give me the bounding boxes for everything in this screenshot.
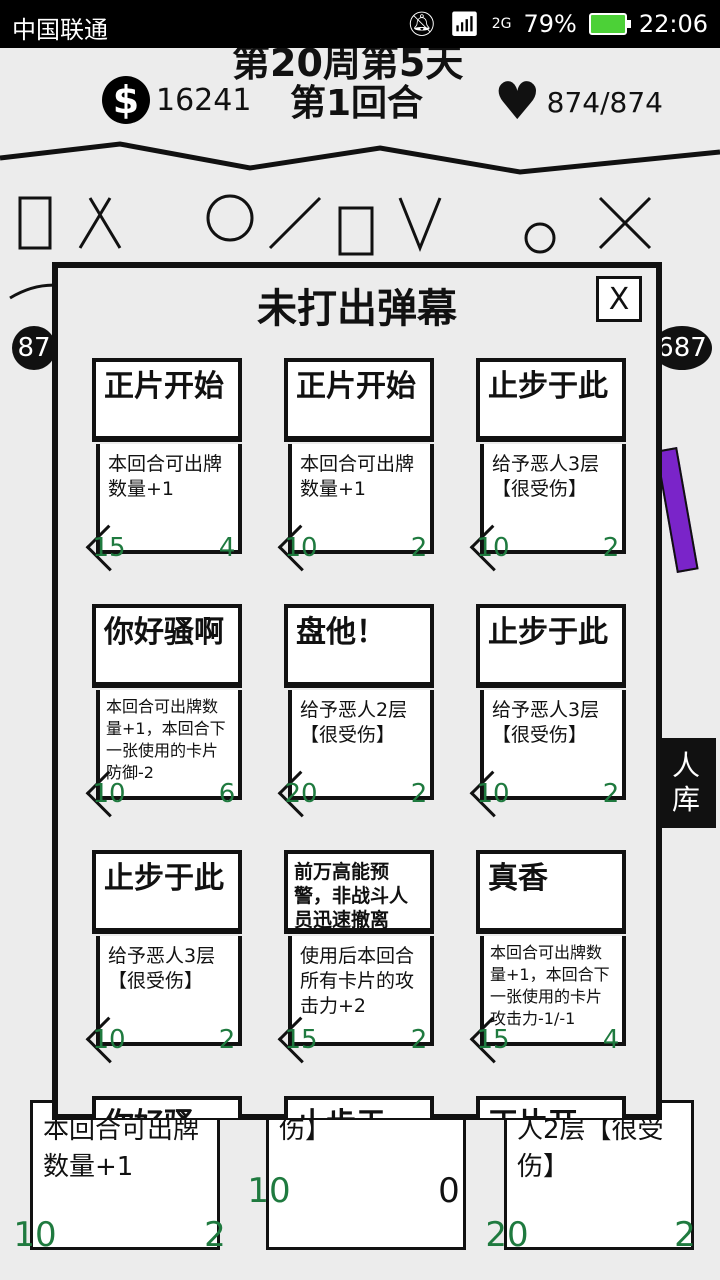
card-power: 2 [206, 1020, 248, 1060]
heart-icon: ♥ [494, 72, 541, 132]
hand-card-2[interactable]: 伤】 [266, 1100, 466, 1250]
carrier-label: 中国联通 [12, 16, 108, 44]
status-right: 🔕︎ 📶︎ 2G 79% 22:06 [407, 10, 708, 38]
hand-card-3-power: 2 [674, 1215, 696, 1255]
card-power: 4 [206, 528, 248, 568]
card-name: 真香 [476, 850, 626, 934]
side-deck-button[interactable]: 人 库 [656, 738, 716, 828]
side-label-1: 人 [671, 749, 700, 782]
right-badge: 687 [652, 326, 712, 370]
close-button[interactable]: X [596, 276, 642, 322]
card[interactable]: 止步于 [280, 1090, 442, 1118]
card-name: 止步于此 [476, 358, 626, 442]
card-power: 2 [590, 774, 632, 814]
hand-area: 本回合可出牌数量+1 10 2 伤】 10 0 人2层【很受伤】 20 2 [0, 1090, 720, 1280]
card-cost: 10 [472, 774, 514, 814]
card-cost: 10 [280, 528, 322, 568]
card-power: 2 [590, 528, 632, 568]
unplayed-cards-dialog: 未打出弹幕 X 正片开始 本回合可出牌数量+1 15 4 正片开始 本回合可出牌… [52, 262, 662, 1120]
card-name: 你好骚啊 [92, 604, 242, 688]
card-name: 正片开始 [284, 358, 434, 442]
hand-card-text: 伤】 [279, 1115, 332, 1145]
hand-card-2-power: 0 [438, 1171, 460, 1211]
card[interactable]: 正片开始 本回合可出牌数量+1 10 2 [280, 352, 442, 576]
hand-card-3[interactable]: 人2层【很受伤】 [504, 1100, 694, 1250]
card-cost: 15 [88, 528, 130, 568]
left-badge: 87 [12, 326, 56, 370]
wifi-icon: 📶︎ [449, 10, 480, 38]
card-power: 6 [206, 774, 248, 814]
hand-card-2-cost: 10 [247, 1171, 291, 1211]
hand-card-1-power: 2 [204, 1215, 226, 1255]
card-name: 盘他！ [284, 604, 434, 688]
card[interactable]: 止步于此 给予恶人3层【很受伤】 10 2 [472, 598, 634, 822]
dialog-title: 未打出弹幕 [257, 286, 457, 332]
week-day-label: 第20周第5天 [232, 48, 464, 85]
money-display: $ 16241 [102, 76, 251, 124]
card[interactable]: 止步于此 给予恶人3层【很受伤】 10 2 [88, 844, 250, 1068]
card-name: 正片开始 [92, 358, 242, 442]
card[interactable]: 止步于此 给予恶人3层【很受伤】 10 2 [472, 352, 634, 576]
clock: 22:06 [638, 10, 708, 38]
card[interactable]: 你好骚啊 本回合可出牌数量+1，本回合下一张使用的卡片防御-2 10 6 [88, 598, 250, 822]
card-name: 你好骚 [92, 1096, 242, 1118]
card-power: 2 [398, 774, 440, 814]
card-name: 正片开 [476, 1096, 626, 1118]
card[interactable]: 盘他！ 给予恶人2层【很受伤】 20 2 [280, 598, 442, 822]
card-power: 4 [590, 1020, 632, 1060]
hand-card-text: 本回合可出牌数量+1 [43, 1115, 200, 1182]
card[interactable]: 正片开始 本回合可出牌数量+1 15 4 [88, 352, 250, 576]
card-cost: 20 [280, 774, 322, 814]
card[interactable]: 正片开 [472, 1090, 634, 1118]
battery-icon [588, 13, 631, 35]
card-name: 止步于此 [476, 604, 626, 688]
side-label-2: 库 [671, 783, 700, 816]
hp-value: 874/874 [546, 85, 663, 119]
card[interactable]: 你好骚 [88, 1090, 250, 1118]
card-cost: 15 [280, 1020, 322, 1060]
hand-card-1[interactable]: 本回合可出牌数量+1 [30, 1100, 220, 1250]
card-name: 止步于 [284, 1096, 434, 1118]
dollar-icon: $ [102, 76, 150, 124]
hand-card-1-cost: 10 [13, 1215, 57, 1255]
card-cost: 15 [472, 1020, 514, 1060]
card-cost: 10 [88, 1020, 130, 1060]
card-cost: 10 [472, 528, 514, 568]
card[interactable]: 前万高能预警，非战斗人员迅速撤离 使用后本回合所有卡片的攻击力+2 15 2 [280, 844, 442, 1068]
hand-card-text: 人2层【很受伤】 [517, 1115, 664, 1182]
round-label: 第1回合 [290, 83, 424, 124]
battery-percent: 79% [523, 10, 577, 38]
card[interactable]: 真香 本回合可出牌数量+1，本回合下一张使用的卡片攻击力-1/-1 15 4 [472, 844, 634, 1068]
card-cost: 10 [88, 774, 130, 814]
hp-display: ♥ 874/874 [494, 72, 663, 132]
card-name: 止步于此 [92, 850, 242, 934]
mute-icon: 🔕︎ [406, 10, 438, 38]
card-power: 2 [398, 1020, 440, 1060]
card-name: 前万高能预警，非战斗人员迅速撤离 [284, 850, 434, 934]
card-power: 2 [398, 528, 440, 568]
network-type: 2G [491, 16, 512, 32]
card-grid[interactable]: 正片开始 本回合可出牌数量+1 15 4 正片开始 本回合可出牌数量+1 10 … [58, 338, 656, 1118]
money-value: 16241 [156, 82, 252, 118]
hand-card-3-cost: 20 [485, 1215, 529, 1255]
status-bar: 中国联通 🔕︎ 📶︎ 2G 79% 22:06 [0, 0, 720, 48]
